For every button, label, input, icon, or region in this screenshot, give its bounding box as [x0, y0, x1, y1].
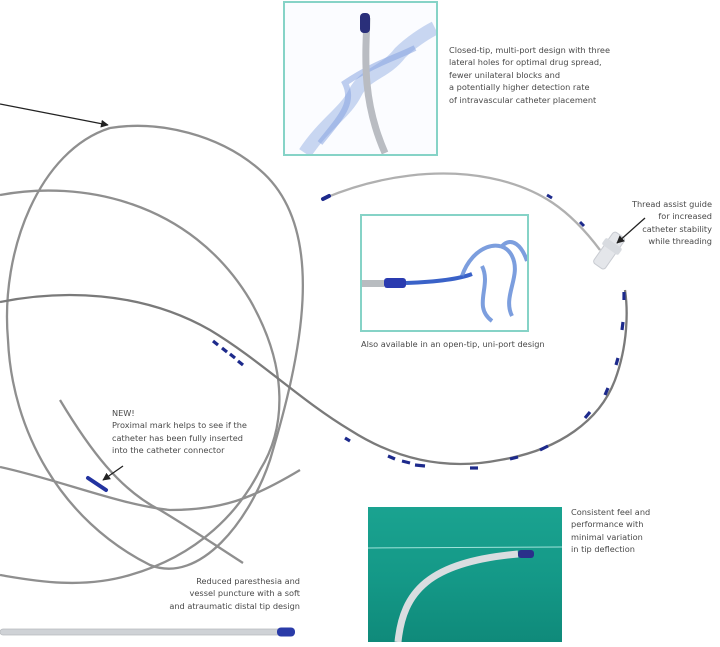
open-tip-photo: [360, 214, 529, 332]
proximal-mark-caption: NEW! Proximal mark helps to see if the c…: [112, 408, 247, 456]
pointer-arrow-top: [0, 103, 109, 128]
catheter-proximal-segment: [59, 399, 244, 564]
consistent-feel-caption: Consistent feel and performance with min…: [571, 507, 651, 555]
closed-tip-photo: [283, 1, 438, 156]
straight-catheter: [0, 628, 286, 636]
reduced-paresthesia-caption: Reduced paresthesia and vessel puncture …: [169, 576, 300, 611]
straight-catheter-tip: [277, 627, 295, 637]
thread-assist-caption: Thread assist guide for increased cathet…: [631, 199, 712, 247]
pointer-arrow-proximal: [102, 465, 124, 481]
thread-assist-connector: [593, 231, 626, 270]
new-badge: NEW!: [112, 408, 135, 418]
catheter-main-run: [0, 289, 628, 466]
tip-deflection-photo: [368, 507, 562, 642]
proximal-mark: [86, 476, 108, 492]
pointer-arrow-connector: [616, 217, 646, 244]
catheter-lower-segment: [0, 465, 301, 512]
catheter-loop-middle: [0, 189, 281, 585]
open-tip-caption: Also available in an open-tip, uni-port …: [361, 339, 545, 349]
closed-tip-caption: Closed-tip, multi-port design with three…: [449, 45, 611, 105]
depth-markings: [212, 292, 626, 470]
catheter-distal-tip-section: [324, 172, 601, 251]
catheter-loop-large: [5, 124, 304, 570]
